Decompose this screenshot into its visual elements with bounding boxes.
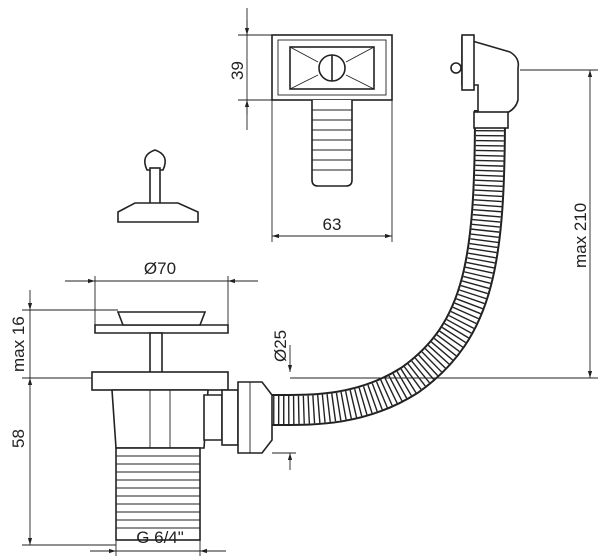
dimension-58: 58 [9,378,116,546]
waste-body [91,371,273,541]
label-strainer-diameter: Ø70 [144,259,176,278]
strainer [94,311,229,374]
dimension-25: Ø25 [271,330,296,470]
overflow-head [271,34,393,187]
corrugated-hose [271,109,506,427]
label-overflow-height: 39 [228,61,247,80]
label-plug-lift: max 16 [9,316,28,372]
label-thread: G 6/4" [136,528,184,547]
label-body-height: 58 [9,429,28,448]
label-overflow-width: 63 [323,215,342,234]
dimension-max-16: max 16 [9,290,118,379]
dimension-max-210: max 210 [290,69,598,379]
dimension-70: Ø70 [65,259,258,325]
overflow-elbow [450,34,520,129]
label-outlet-diameter: Ø25 [271,330,290,362]
dimension-39: 39 [228,8,272,130]
plug-icon [117,149,199,223]
dimension-63: 63 [271,100,393,242]
label-hose-length: max 210 [571,203,590,268]
dimension-thread: G 6/4" [90,528,226,556]
